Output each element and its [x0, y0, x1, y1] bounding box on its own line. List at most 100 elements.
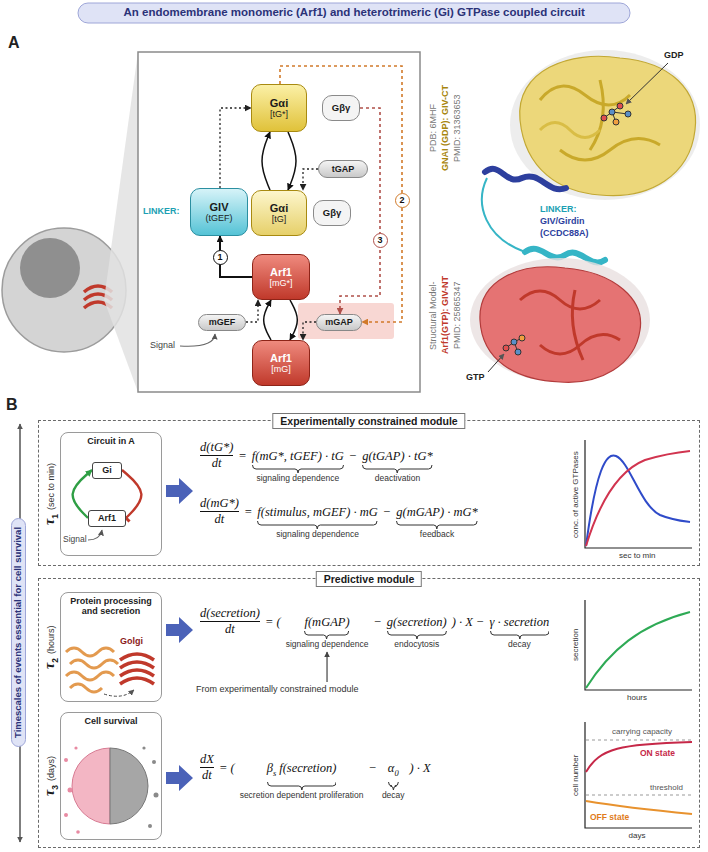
gnai-structure-part — [626, 63, 668, 104]
cycle-arrow — [288, 132, 296, 190]
equation-part: g(secretion)endocytosis — [387, 606, 447, 650]
structure-name: GNAI (GDP): GIV-CT — [440, 85, 450, 171]
cell-survival-illustration-part — [64, 746, 80, 833]
equation-part: g(tGAP) · tG*deactivation — [362, 440, 432, 484]
equation-operator: − — [349, 449, 357, 463]
timescale-symbol: τ — [42, 662, 57, 668]
underbrace — [363, 465, 432, 473]
gnai-structure-part-part — [625, 111, 631, 117]
ligand-label: GTP — [466, 372, 485, 382]
gtpase-box: Gαi[tG] — [251, 190, 307, 236]
gtpase-box: Arf1[mG*] — [252, 254, 310, 300]
node-title: Arf1 — [98, 513, 116, 523]
equation-numerator: d(mG*) — [200, 496, 239, 511]
equation-part: f(mG*, tGEF) · tGsignaling dependence — [252, 440, 344, 484]
equation-part: α0decay — [382, 752, 405, 801]
connector — [303, 169, 318, 190]
equation-part: g(mGAP) · mG*feedback — [396, 496, 478, 540]
axis-label: cell number — [571, 754, 580, 795]
arf1-structure-part-part — [503, 345, 509, 351]
equation-symbol: f(secretion) — [279, 761, 336, 775]
fraction-bar — [200, 511, 239, 512]
node-title: Experimentally constrained module — [272, 413, 465, 429]
timescale-symbol: τ — [42, 790, 57, 796]
golgi-illustration-part — [66, 648, 114, 656]
secretion-chart — [585, 600, 692, 690]
node-title: Protein processing and secretion — [61, 596, 161, 617]
equation-term: f(stimulus, mGEF) · mG — [257, 496, 377, 520]
protein-label: (CCDC88A) — [540, 228, 589, 238]
equation-part: − — [373, 606, 381, 630]
equation-caption: deactivation — [375, 473, 420, 484]
node-subtitle: [mG*] — [269, 278, 292, 288]
underbrace — [258, 521, 377, 529]
zoom-wedge — [104, 52, 138, 392]
timescale-label: τ3(days) — [42, 756, 62, 796]
callout-number: 2 — [395, 193, 410, 208]
equation-part: d(tG*)dt — [200, 440, 233, 471]
linker-helices-part — [482, 178, 525, 252]
connector — [246, 300, 258, 322]
module-panel: Experimentally constrained moduleCircuit… — [38, 420, 700, 566]
line-label: carrying capacity — [612, 727, 672, 736]
node-title: GIV — [210, 201, 229, 214]
flow-arrows-part — [166, 478, 193, 504]
gtpase-chart-part — [586, 455, 690, 546]
cell-number-chart-part — [586, 740, 692, 741]
equation-numerator: d(secretion) — [200, 606, 260, 621]
gtpase-box: Arf1[mG] — [252, 340, 310, 386]
equation-caption: signaling dependence — [276, 529, 359, 540]
node-title: Predictive module — [316, 571, 422, 587]
node-title: Gβγ — [332, 103, 350, 114]
underbrace — [396, 521, 478, 529]
golgi-illustration-part — [66, 672, 114, 680]
circuit-frame — [138, 52, 420, 392]
cell-survival-illustration-part — [142, 746, 158, 828]
cell-number-chart-part — [586, 742, 692, 772]
callout-number: 1 — [213, 250, 228, 265]
golgi-illustration-part — [120, 662, 154, 668]
axis-label: conc. of active GTPases — [571, 451, 580, 538]
node-title: Gαi — [270, 97, 288, 110]
cell-survival-illustration-part-part — [68, 788, 73, 793]
ligand-label: GDP — [664, 50, 684, 60]
linker-helices-part — [485, 169, 566, 189]
leader-arrow — [326, 652, 327, 682]
callout-number: 3 — [373, 233, 388, 248]
equation-denominator: dt — [202, 768, 212, 783]
panel-letter: A — [8, 34, 20, 52]
underbrace — [304, 631, 349, 639]
cell-survival-illustration-part-part — [152, 760, 156, 764]
gnai-structure-part — [540, 123, 600, 138]
gtpase-box: Gi — [92, 462, 122, 479]
gnai-structure-part-part — [613, 119, 619, 125]
timescale-range: (sec to min) — [46, 463, 56, 510]
module-panel: Predictive moduleProtein processing and … — [38, 578, 700, 848]
curve-label: OFF state — [590, 813, 629, 823]
equation-operator: ) · X — [410, 761, 431, 775]
cell-survival-illustration — [64, 746, 159, 833]
timescale-label: τ1(sec to min) — [42, 463, 62, 525]
equation-caption: signaling dependence — [256, 473, 339, 484]
equation: d(mG*)dt=f(stimulus, mGEF) · mGsignaling… — [198, 496, 480, 540]
gnai-structure-part — [540, 86, 630, 105]
gef-pill: mGEF — [198, 314, 246, 331]
equation-denominator: dt — [225, 622, 235, 637]
cycle-arrow — [264, 300, 271, 340]
equation-operator: = ( — [219, 761, 235, 775]
underbrace — [252, 465, 343, 473]
gnai-structure-part — [601, 103, 631, 125]
underbrace — [305, 631, 349, 639]
node-title: Gi — [102, 465, 112, 475]
gnai-structure-part-part — [617, 103, 623, 109]
equation-symbol: g(secretion) — [387, 615, 447, 629]
flow-arrows — [166, 478, 193, 791]
equation-caption: secretion dependent proliferation — [240, 790, 364, 801]
axis-label: hours — [627, 693, 647, 702]
underbrace — [397, 521, 478, 529]
equation-operator: = — [244, 505, 252, 519]
axis-label: days — [629, 831, 646, 840]
underbrace — [490, 631, 550, 639]
node-title: Arf1 — [270, 266, 292, 279]
equation-operator: − — [383, 505, 391, 519]
